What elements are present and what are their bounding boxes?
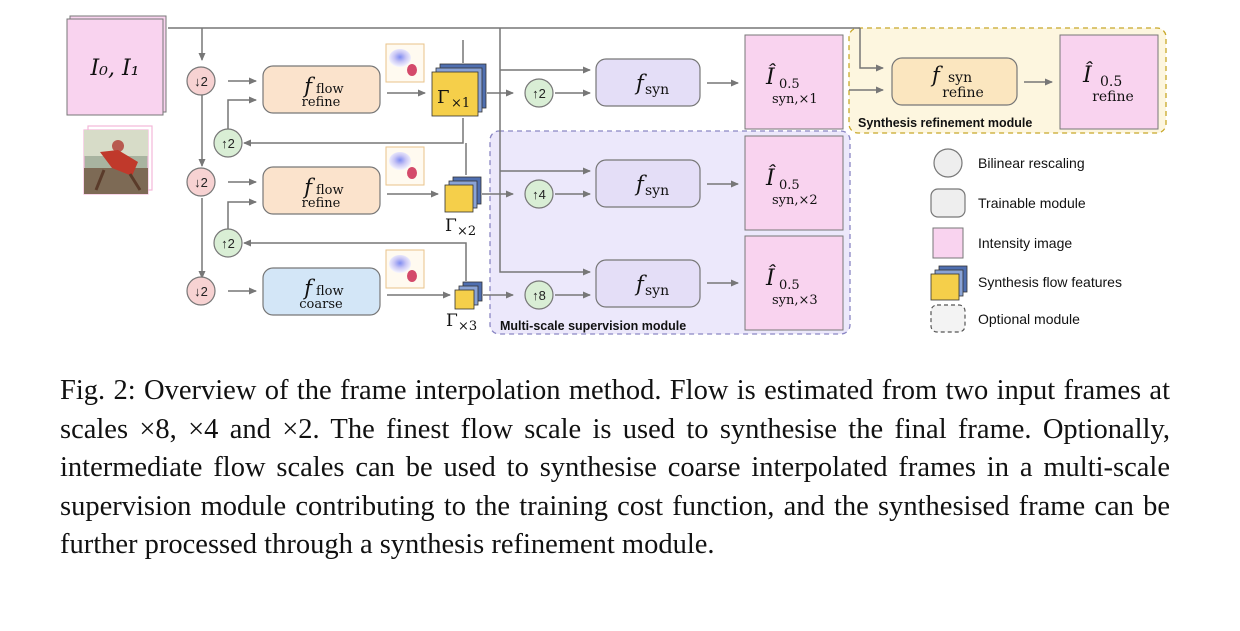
svg-text:syn,×3: syn,×3 [772,293,818,308]
syn-module-1: f syn [595,58,701,107]
svg-text:flow: flow [316,284,344,299]
dashed-box-icon [930,304,966,333]
svg-text:f: f [930,63,943,87]
svg-text:refine: refine [942,85,984,101]
stacked-features-icon [930,265,968,301]
svg-text:↓2: ↓2 [194,284,208,299]
svg-text:Î: Î [765,264,776,291]
synthesised-frame-x2: Î 0.5 syn,×2 [744,135,844,231]
caption-label: Fig. 2: [60,375,136,406]
svg-text:syn,×1: syn,×1 [772,92,818,107]
legend-item-trainable: Trainable module [930,188,1086,218]
svg-text:↓2: ↓2 [194,74,208,89]
flow-coarse-module: f flow coarse [262,267,381,316]
svg-text:f: f [302,175,315,199]
svg-text:syn: syn [645,82,669,98]
svg-text:refine: refine [302,196,341,211]
synthesis-flow-features-x2: Γ ×2 [444,176,482,239]
svg-text:Î: Î [765,63,776,90]
upscale-circle-x3: ↑8 [524,280,554,310]
svg-text:Γ: Γ [445,216,457,236]
legend-item-optional: Optional module [930,304,1080,333]
svg-text:f: f [634,172,647,196]
input-frames-label: I₀, I₁ [89,56,139,81]
flow-visualization-1 [385,43,425,83]
svg-text:↓2: ↓2 [194,175,208,190]
synthesised-frame-x3: Î 0.5 syn,×3 [744,235,844,331]
svg-text:↑2: ↑2 [221,136,235,151]
multiscale-module-label: Multi-scale supervision module [500,319,686,333]
svg-text:0.5: 0.5 [779,178,800,193]
svg-text:syn,×2: syn,×2 [772,193,818,208]
downscale-circle-1: ↓2 [186,66,216,96]
downscale-circle-2: ↓2 [186,167,216,197]
synthesis-flow-features-x3: Γ ×3 [446,281,483,334]
frame-interpolation-diagram: I₀, I₁ ↓2 ↓2 ↓2 f flow refine [66,15,1167,335]
svg-text:f: f [302,276,315,300]
flow-refine-module-1: f flow refine [262,65,381,114]
flow-visualization-2 [385,146,425,186]
syn-module-2: f syn [595,159,701,208]
legend-item-intensity: Intensity image [932,227,1072,259]
synthesised-frame-x1: Î 0.5 syn,×1 [744,34,844,130]
svg-text:0.5: 0.5 [779,278,800,293]
svg-text:flow: flow [316,183,344,198]
legend-item-features: Synthesis flow features [930,265,1122,301]
svg-text:refine: refine [1092,89,1134,105]
svg-text:0.5: 0.5 [779,77,800,92]
refinement-module-label: Synthesis refinement module [858,116,1032,130]
svg-text:coarse: coarse [299,297,343,312]
rounded-box-icon [930,188,966,218]
caption-text: Overview of the frame interpolation meth… [60,375,1170,561]
svg-text:flow: flow [316,82,344,97]
svg-text:Î: Î [1082,61,1093,88]
svg-text:syn: syn [645,283,669,299]
svg-text:f: f [302,74,315,98]
upscale-circle-2b: ↑2 [213,228,243,258]
svg-text:syn: syn [948,70,972,86]
flow-refine-module-2: f flow refine [262,166,381,215]
svg-text:×2: ×2 [457,224,476,239]
svg-text:↑2: ↑2 [221,236,235,251]
svg-text:0.5: 0.5 [1100,74,1122,90]
figure-caption: Fig. 2: Overview of the frame interpolat… [60,372,1170,565]
svg-text:f: f [634,71,647,95]
input-photo-thumbnail [83,125,153,195]
legend-item-bilinear: Bilinear rescaling [933,148,1085,178]
svg-text:Optional module: Optional module [978,311,1080,327]
svg-text:Γ: Γ [437,87,450,108]
syn-module-3: f syn [595,259,701,308]
svg-text:×3: ×3 [458,319,477,334]
upscale-circle-x1: ↑2 [524,78,554,108]
upscale-circle-x2: ↑4 [524,179,554,209]
svg-text:Î: Î [765,164,776,191]
svg-text:↑2: ↑2 [532,86,546,101]
svg-text:Synthesis flow features: Synthesis flow features [978,274,1122,290]
svg-text:Intensity image: Intensity image [978,235,1072,251]
flow-visualization-3 [385,249,425,289]
syn-refine-module: f syn refine [891,57,1018,106]
upscale-circle-2a: ↑2 [213,128,243,158]
pink-square-icon [932,227,964,259]
svg-text:↑8: ↑8 [532,288,546,303]
svg-text:Bilinear rescaling: Bilinear rescaling [978,155,1085,171]
downscale-circle-3: ↓2 [186,276,216,306]
refined-frame: Î 0.5 refine [1059,34,1159,130]
input-frames: I₀, I₁ [66,15,167,116]
circle-icon [933,148,963,178]
svg-text:×1: ×1 [451,96,470,111]
synthesis-flow-features-x1: Γ ×1 [431,63,487,117]
svg-text:Γ: Γ [446,311,458,331]
svg-text:↑4: ↑4 [532,187,546,202]
svg-text:Trainable module: Trainable module [978,195,1086,211]
svg-text:refine: refine [302,95,341,110]
svg-text:syn: syn [645,183,669,199]
legend: Bilinear rescaling Trainable module Inte… [930,148,1122,333]
svg-text:f: f [634,272,647,296]
